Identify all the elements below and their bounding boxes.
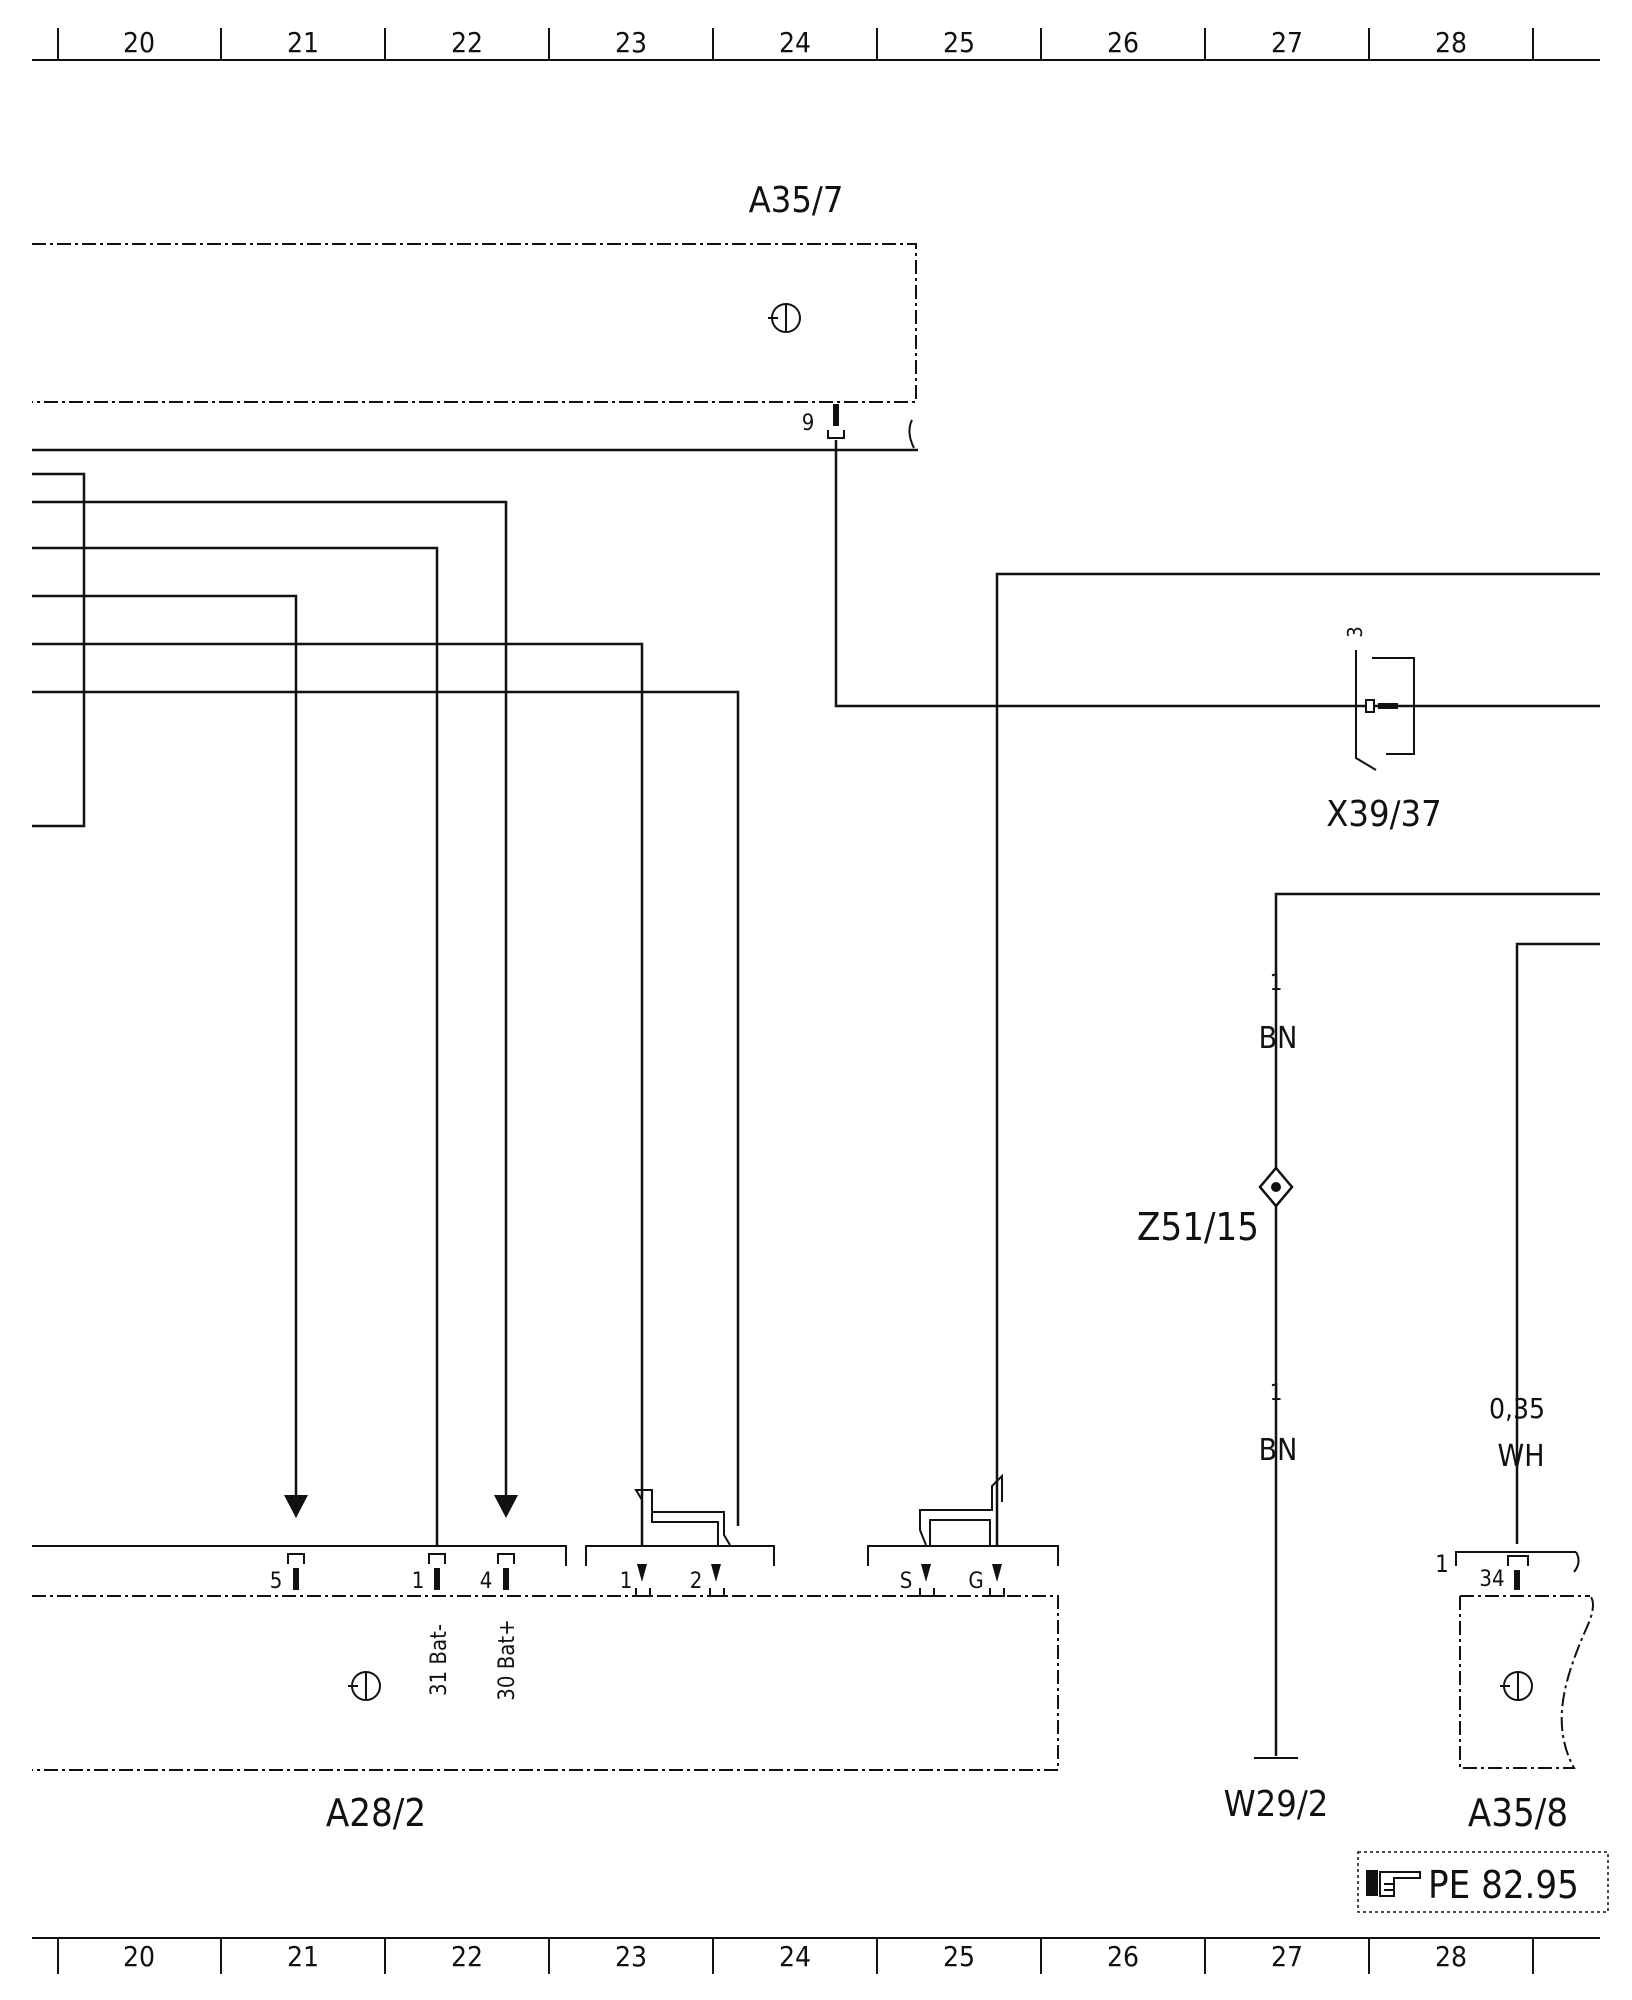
wire-to-a28-2-pin-2 [32,690,740,1526]
pin-contact [1514,1570,1520,1590]
a35-8-component: 1 34 A35/8 [1435,1550,1594,1835]
a35-7-component: A35/7 9 [32,180,917,449]
a28-2-component: 5 1 4 1 2 S G 31 Bat- 30 B [32,1545,1059,1835]
a35-7-pin-label: 9 [802,411,815,436]
a35-7-label: A35/7 [749,180,844,221]
wire-to-a35-8 [1515,942,1600,1544]
pin-contact [833,404,839,426]
pin-contact [1365,699,1375,713]
grid-col-label: 20 [123,26,155,59]
pointing-hand-icon [1366,1870,1421,1897]
pin-contact [503,1568,509,1590]
bottom-grid-ruler: 20 21 22 23 24 25 26 27 28 [32,1937,1600,1974]
shield-loop [634,1489,731,1546]
grid-col-label: 25 [943,1940,975,1973]
grid-col-label: 24 [779,1940,811,1973]
grid-col-label: 27 [1271,26,1303,59]
a28-2-pin-name: 30 Bat+ [495,1619,520,1701]
a28-2-pin-label: 1 [620,1569,633,1594]
page-reference[interactable]: PE 82.95 [1357,1851,1609,1913]
grid-col-label: 21 [287,26,319,59]
a28-2-pin-label: 2 [690,1569,703,1594]
x39-37-pin-label: 3 [1343,626,1367,637]
transistor-symbol-icon [768,303,801,333]
grid-col-label: 28 [1435,1940,1467,1973]
a28-2-pin-label: 4 [480,1569,493,1594]
wire-color: BN [1259,1433,1298,1468]
grid-col-label: 24 [779,26,811,59]
wire-color: BN [1259,1021,1298,1056]
top-grid-ruler: 20 21 22 23 24 25 26 27 28 [32,26,1600,61]
grid-col-label: 20 [123,1940,155,1973]
transistor-symbol-icon [1500,1671,1533,1701]
wire-to-a28-2-pin-4 [32,500,508,1495]
grid-col-label: 26 [1107,26,1139,59]
grid-col-label: 25 [943,26,975,59]
grid-col-label: 26 [1107,1940,1139,1973]
splice-icon [1258,1166,1294,1208]
reference-text: PE 82.95 [1428,1863,1579,1907]
transistor-symbol-icon [348,1671,381,1701]
arrow-icon [284,1495,308,1518]
wire-a35-7-to-x39-37 [834,440,1600,708]
a35-8-side-number: 1 [1435,1550,1449,1578]
a28-2-pin-label: G [968,1569,983,1594]
a28-2-pin-label: 5 [270,1569,283,1594]
grid-col-label: 21 [287,1940,319,1973]
wire-to-a28-2-pin-g [995,572,1600,1545]
a28-2-pin-name: 31 Bat- [427,1624,452,1696]
wire-size: 1 [1270,971,1283,996]
wire-size: 1 [1270,1381,1283,1406]
wire-size: 0,35 [1489,1392,1545,1425]
grid-col-label: 22 [451,1940,483,1973]
wire-to-a28-2-pin-1b [32,642,644,1545]
z51-15-label: Z51/15 [1137,1205,1259,1249]
a28-2-pin-label: 1 [412,1569,425,1594]
a28-2-label: A28/2 [326,1791,426,1835]
wire-to-a28-2-pin-5 [32,594,298,1495]
a35-8-pin-label: 34 [1479,1567,1504,1592]
grid-col-label: 27 [1271,1940,1303,1973]
a28-2-pin-label: S [900,1569,913,1594]
wire-to-a28-2-pin-1 [32,546,439,1545]
wire-color: WH [1498,1439,1545,1474]
x39-37-label: X39/37 [1326,794,1442,835]
grid-col-label: 23 [615,26,647,59]
arrow-icon [494,1495,518,1518]
a35-8-label: A35/8 [1468,1791,1568,1835]
grid-col-label: 22 [451,26,483,59]
w29-2-label: W29/2 [1224,1784,1329,1825]
grid-col-label: 28 [1435,26,1467,59]
x39-37-component: 3 X39/37 [1326,626,1442,835]
shield-loop [919,1473,1003,1546]
wire-to-w29-2 [1274,892,1600,1756]
pin-contact [293,1568,299,1590]
pin-contact [434,1568,440,1590]
wire [32,472,86,828]
grid-col-label: 23 [615,1940,647,1973]
